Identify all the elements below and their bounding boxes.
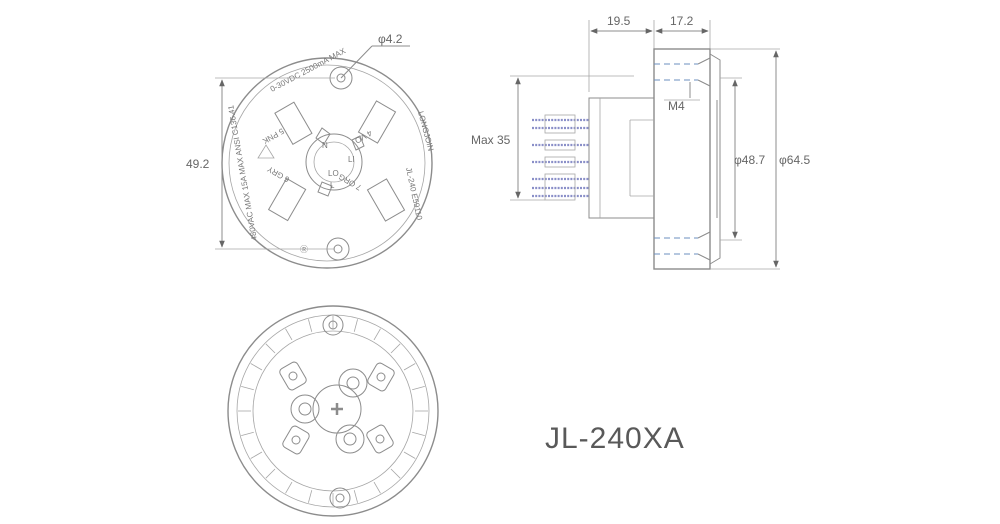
brand-text: LONGJOIN — [416, 110, 435, 152]
rib-line — [241, 431, 254, 436]
max-length-label: Max 35 — [471, 133, 511, 147]
front-view: 0-30VDC 2500mA MAX 480VAC MAX 15A MAX AN… — [186, 32, 435, 269]
rib-line — [373, 328, 381, 341]
rib-line — [308, 490, 313, 503]
height-dimension-label: 49.2 — [186, 157, 210, 171]
cert-mark: Ⓡ — [300, 245, 308, 254]
rib-line — [390, 468, 401, 479]
rib-line — [308, 319, 313, 332]
rear-hole-bottom — [329, 487, 351, 509]
rib-line — [353, 490, 358, 503]
rib-line — [412, 386, 425, 391]
rear-hole-top — [322, 314, 344, 336]
pin-n-label: N — [322, 141, 328, 150]
rib-line — [403, 451, 416, 459]
side-view: 19.5 17.2 — [471, 14, 810, 270]
rating-left-text: 480VAC MAX 15A MAX ANSI C136.41 — [226, 104, 259, 241]
depth-b-label: 17.2 — [670, 14, 694, 28]
wire-stubs — [532, 114, 589, 201]
inner-diameter-label: φ48.7 — [734, 153, 765, 167]
rib-line — [403, 363, 416, 371]
rib-line — [265, 343, 276, 354]
rib-line — [373, 481, 381, 494]
rib-line — [241, 386, 254, 391]
model-label: JL-240XA — [545, 422, 685, 455]
wire-pink-label: 5 PNK — [260, 126, 285, 146]
wire-grey-label: 6 GRY — [265, 164, 291, 184]
hole-diameter-label: φ4.2 — [378, 32, 403, 46]
wire-four-label: 4 VO — [353, 128, 373, 145]
pin-li-label: LI — [348, 155, 355, 164]
rib-line — [250, 363, 263, 371]
rib-line — [285, 328, 293, 341]
rib-line — [390, 343, 401, 354]
model-small-text: JL-240 E59110 — [404, 167, 424, 222]
rib-line — [412, 431, 425, 436]
rib-line — [285, 481, 293, 494]
rating-top-text: 0-30VDC 2500mA MAX — [269, 46, 348, 94]
rear-view — [227, 305, 439, 517]
outer-diameter-label: φ64.5 — [779, 153, 810, 167]
rib-line — [265, 468, 276, 479]
depth-a-label: 19.5 — [607, 14, 631, 28]
pin-lo-label: LO — [328, 169, 339, 178]
rib-line — [353, 319, 358, 332]
thread-label: M4 — [668, 99, 685, 113]
rib-line — [250, 451, 263, 459]
pin-l-label: L — [330, 181, 335, 190]
